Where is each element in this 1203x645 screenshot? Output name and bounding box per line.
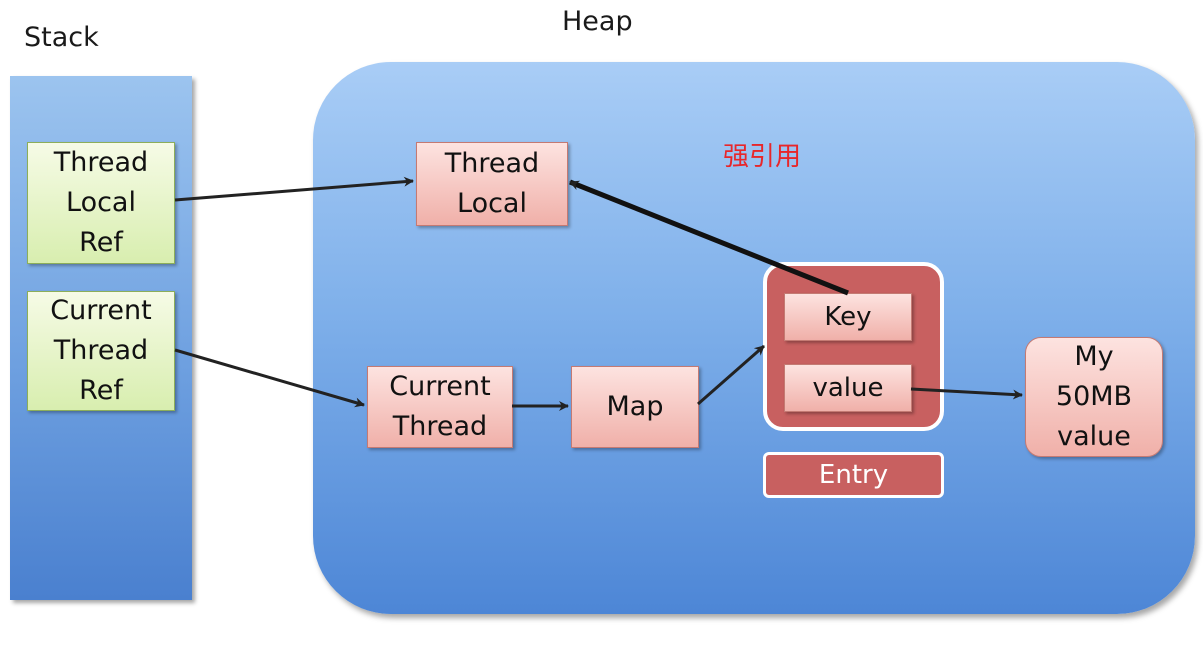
arrow-tlref-to-threadlocal — [174, 176, 414, 202]
thread-local-box: Thread Local — [416, 142, 568, 226]
entry-value-box: value — [784, 364, 912, 412]
arrow-map-to-entry — [697, 344, 765, 406]
stack-title: Stack — [24, 22, 99, 53]
heap-title: Heap — [562, 6, 633, 37]
arrow-value-to-myvalue — [910, 387, 1023, 400]
entry-key-box: Key — [784, 293, 912, 341]
arrow-ctref-to-currentthread — [174, 348, 365, 408]
thread-local-ref-box: Thread Local Ref — [27, 142, 175, 264]
current-thread-box: Current Thread — [367, 366, 513, 448]
map-box: Map — [571, 366, 699, 448]
strong-reference-label: 强引用 — [723, 142, 802, 172]
current-thread-ref-box: Current Thread Ref — [27, 291, 175, 411]
entry-label: Entry — [763, 452, 944, 498]
my-50mb-value-box: My 50MB value — [1025, 337, 1163, 457]
arrow-key-to-threadlocal — [569, 179, 849, 296]
